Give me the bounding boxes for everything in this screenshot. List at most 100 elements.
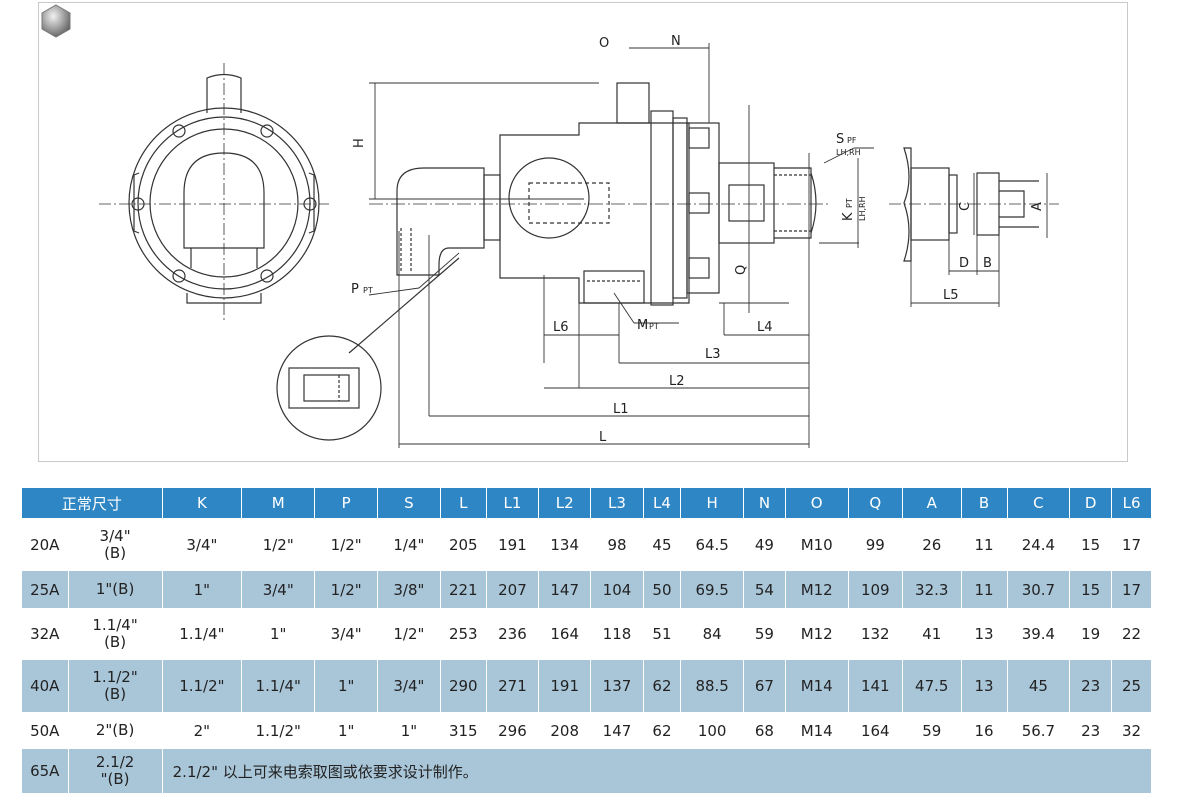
label-k-thread: PT <box>845 198 854 208</box>
table-cell: 1" <box>241 608 316 660</box>
table-cell: 45 <box>1007 660 1071 712</box>
table-cell: 62 <box>643 660 682 712</box>
table-cell: 118 <box>590 608 644 660</box>
table-cell: 41 <box>902 608 962 660</box>
header-m: M <box>241 488 316 518</box>
label-l5: L5 <box>943 288 959 303</box>
cell-size: 65A <box>22 749 69 793</box>
table-cell: 88.5 <box>680 660 745 712</box>
table-cell: 54 <box>743 571 786 608</box>
hexagon-icon <box>41 4 71 38</box>
table-cell: 13 <box>961 608 1008 660</box>
table-cell: 50 <box>643 571 682 608</box>
table-cell: 47.5 <box>902 660 962 712</box>
cell-size-inch: 3/4" (B) <box>68 518 163 571</box>
table-cell: 147 <box>590 712 644 749</box>
label-m-thread: PT <box>649 322 659 331</box>
table-cell: 59 <box>743 608 786 660</box>
header-b: B <box>961 488 1008 518</box>
table-header-row: 正常尺寸 K M P S L L1 L2 L3 L4 H N O Q A B C… <box>22 488 1152 518</box>
table-cell: M10 <box>785 518 849 571</box>
label-k: K <box>841 212 856 221</box>
table-cell: 1.1/4" <box>162 608 243 660</box>
cell-size-inch: 1"(B) <box>68 571 163 608</box>
label-p: P <box>351 282 359 297</box>
cell-size: 40A <box>22 660 69 712</box>
table-cell: 25 <box>1111 660 1152 712</box>
table-cell: 109 <box>848 571 903 608</box>
table-cell: 1" <box>314 712 379 749</box>
table-cell: 39.4 <box>1007 608 1071 660</box>
label-q: Q <box>734 265 749 275</box>
cell-size-inch: 1.1/4" (B) <box>68 608 163 660</box>
table-cell: 3/4" <box>314 608 379 660</box>
label-l1: L1 <box>613 402 629 417</box>
table-cell: 253 <box>440 608 487 660</box>
label-a: A <box>1030 202 1045 211</box>
header-a: A <box>902 488 962 518</box>
table-cell: 1/2" <box>377 608 441 660</box>
table-cell: 2" <box>162 712 243 749</box>
header-l3: L3 <box>590 488 644 518</box>
header-k: K <box>162 488 243 518</box>
table-cell: 84 <box>680 608 745 660</box>
table-cell: 1.1/2" <box>241 712 316 749</box>
label-n: N <box>671 34 681 49</box>
table-cell: M12 <box>785 608 849 660</box>
table-cell: M14 <box>785 660 849 712</box>
table-cell: 15 <box>1069 571 1113 608</box>
cell-size: 32A <box>22 608 69 660</box>
table-cell: 164 <box>538 608 592 660</box>
table-cell: 3/4" <box>241 571 316 608</box>
table-cell: M12 <box>785 571 849 608</box>
table-cell: 1.1/2" <box>162 660 243 712</box>
header-c: C <box>1007 488 1071 518</box>
table-cell: 32.3 <box>902 571 962 608</box>
header-n: N <box>743 488 786 518</box>
section-view <box>369 82 829 306</box>
table-cell: 11 <box>961 571 1008 608</box>
table-cell: 205 <box>440 518 487 571</box>
table-cell: 23 <box>1069 712 1113 749</box>
table-cell: 221 <box>440 571 487 608</box>
table-cell: 104 <box>590 571 644 608</box>
table-cell: 49 <box>743 518 786 571</box>
header-l4: L4 <box>643 488 682 518</box>
label-k-dir: LH,RH <box>858 196 867 221</box>
table-cell: 1/4" <box>377 518 441 571</box>
header-l: L <box>440 488 487 518</box>
table-cell: 59 <box>902 712 962 749</box>
header-q: Q <box>848 488 903 518</box>
table-cell: 30.7 <box>1007 571 1071 608</box>
table-cell: 296 <box>486 712 540 749</box>
table-cell: 1.1/4" <box>241 660 316 712</box>
label-b: B <box>983 256 992 271</box>
table-cell: 22 <box>1111 608 1152 660</box>
spec-table: 正常尺寸 K M P S L L1 L2 L3 L4 H N O Q A B C… <box>22 488 1153 793</box>
header-l1: L1 <box>486 488 540 518</box>
table-cell: 24.4 <box>1007 518 1071 571</box>
table-cell: 45 <box>643 518 682 571</box>
label-d: D <box>959 256 969 271</box>
drawing-panel: O N H S PF LH,RH K PT LH,RH C A P PT M P… <box>38 2 1128 462</box>
cell-size: 50A <box>22 712 69 749</box>
front-view <box>99 63 329 323</box>
table-cell: 315 <box>440 712 487 749</box>
table-cell: 1/2" <box>314 571 379 608</box>
table-cell: 23 <box>1069 660 1113 712</box>
label-s-dir: LH,RH <box>836 148 861 157</box>
table-cell: 147 <box>538 571 592 608</box>
dimension-lines <box>368 43 1048 448</box>
table-cell: 56.7 <box>1007 712 1071 749</box>
table-cell: 137 <box>590 660 644 712</box>
label-m: M <box>637 318 648 333</box>
table-cell: 100 <box>680 712 745 749</box>
header-p: P <box>314 488 379 518</box>
table-cell: 191 <box>486 518 540 571</box>
cell-size-inch: 2.1/2 "(B) <box>68 749 163 793</box>
header-s: S <box>377 488 441 518</box>
table-cell: 132 <box>848 608 903 660</box>
